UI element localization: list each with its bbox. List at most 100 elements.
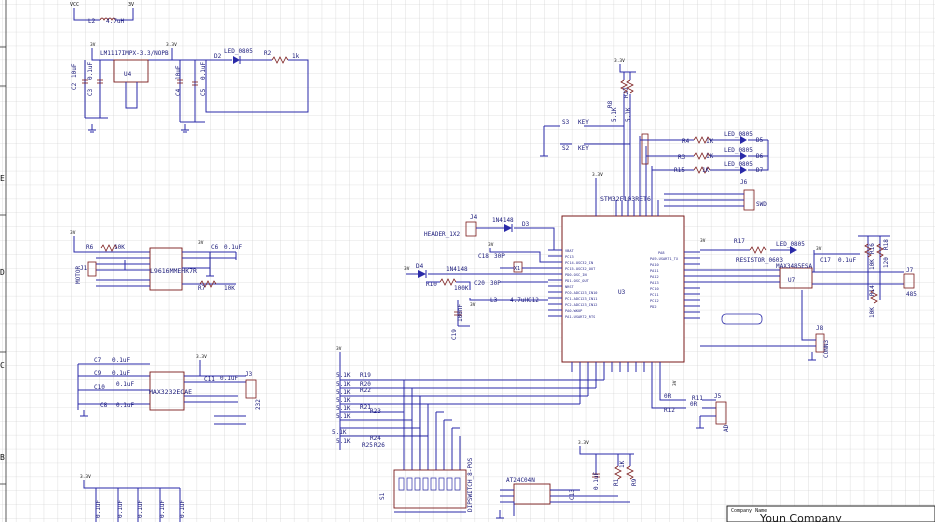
rs485-section: 3V R17 LED_0805 RESISTOR_0603 MAX3485ESA… (700, 235, 917, 361)
cap-c12-ref: C12 (528, 297, 539, 304)
svg-text:3V: 3V (672, 380, 678, 386)
svg-text:PC2-ADC123_IN12: PC2-ADC123_IN12 (565, 303, 597, 307)
res-r19-ref: R19 (360, 372, 371, 379)
cap-c6-ref: C6 (211, 244, 219, 251)
mcu-section: U3 STM32F103RET6 VBAT PC13 PC14-OSC32_IN… (404, 58, 769, 386)
led-d7-ref: D7 (756, 167, 764, 174)
svg-text:3.3V: 3.3V (578, 440, 589, 446)
cap-c7-value: 0.1uF (112, 357, 130, 364)
title-block: Company Name Youn Company (726, 505, 935, 522)
cap-c10-ref: C10 (94, 384, 105, 391)
svg-text:PC10: PC10 (650, 287, 659, 291)
connector-j3-body (245, 379, 257, 399)
res-r27-ref: R27 (623, 87, 630, 98)
rs485-chip-ref: U7 (788, 277, 796, 284)
diode-d4-part: 1N4148 (446, 266, 468, 273)
mcu-top-pins (615, 200, 659, 216)
dip-switch-levers (398, 477, 461, 491)
res-r17-ref: R17 (734, 238, 745, 245)
svg-text:PD0-OSC_IN: PD0-OSC_IN (565, 273, 587, 277)
vcc-label: VCC (70, 2, 79, 8)
svg-text:PD2: PD2 (650, 305, 657, 309)
connector-j1-ref: J1 (80, 265, 88, 272)
connector-j6-ref: J6 (740, 179, 748, 186)
res-r24-ref: R24 (370, 435, 381, 442)
res-r8-ref: R8 (607, 100, 614, 108)
dip-switch-s1-body (393, 469, 467, 509)
res-r4-value: 1K (706, 138, 714, 145)
mcu-u3-body (561, 215, 685, 363)
res-r18-ref: R18 (883, 239, 890, 250)
res-r12-value: 0R (690, 401, 698, 408)
inductor-l3-ref: L3 (490, 297, 498, 304)
connector-j5-label: AD (723, 424, 730, 432)
svg-text:PC11: PC11 (650, 293, 659, 297)
led-d6-part: LED_0805 (724, 147, 753, 154)
inductor-l2-value: 4.7uH (106, 18, 124, 25)
connector-swd-label: SWD (756, 201, 767, 208)
cap-c5-value: 0.1uF (200, 62, 207, 80)
led-d6-ref: D6 (756, 153, 764, 160)
row-mark-b: B (0, 453, 5, 462)
svg-text:PC0-ADC123_IN10: PC0-ADC123_IN10 (565, 291, 597, 295)
rs485-res-part: RESISTOR_0603 (736, 257, 783, 264)
header-j4-ref: J4 (470, 214, 478, 221)
svg-text:3V: 3V (470, 302, 476, 308)
cap-c7-ref: C7 (94, 357, 102, 364)
cap-c20-ref: C20 (474, 280, 485, 287)
res-r2-ref: R2 (264, 50, 272, 57)
rs232-section: 3.3V MAX3232ECAE J3 232 C7 0.1uF C9 0.1u… (77, 354, 262, 425)
svg-text:3V: 3V (90, 42, 96, 48)
svg-text:0.1uF: 0.1uF (117, 500, 124, 518)
connector-j3-ref: J3 (245, 371, 253, 378)
cap-c6-value: 0.1uF (224, 244, 242, 251)
regulator-u4-body (113, 59, 149, 83)
res-r26-value: 5.1K (336, 438, 351, 445)
cap-c3: C3 (87, 88, 94, 96)
regulator-part: LM1117IMPX-3.3/NOPB (100, 50, 169, 57)
mcu-left-pins (548, 249, 562, 317)
res-r7-value: 10K (224, 285, 235, 292)
power-inductor-section: VCC 3V L2 4.7uH (70, 2, 134, 25)
regulator-grounds (88, 124, 189, 133)
can-section: 3V 3V R6 10K L9616MMEHK7R J1 MOTOR R7 10… (70, 230, 242, 292)
connector-j8-body (815, 333, 825, 353)
svg-text:3.3V: 3.3V (166, 42, 177, 48)
switch-s2-ref: S2 (562, 145, 570, 152)
res-r11-ref: R11 (692, 395, 703, 402)
mcu-part: STM32F103RET6 (600, 195, 651, 203)
svg-text:3V: 3V (70, 230, 76, 236)
svg-text:NRST: NRST (565, 285, 574, 289)
mcu-right-pins (684, 251, 700, 319)
svg-text:0.1uF: 0.1uF (137, 500, 144, 518)
svg-text:PA8: PA8 (658, 251, 665, 255)
res-r1-ref: R1 (613, 478, 620, 486)
svg-text:0.1uF: 0.1uF (159, 500, 166, 518)
connector-j7-body (903, 273, 915, 289)
net-label-a (721, 313, 763, 325)
svg-text:PA9-USART1_TX: PA9-USART1_TX (650, 257, 679, 261)
res-r8-value: 5.1K (611, 107, 618, 122)
led-d5-ref: D5 (756, 137, 764, 144)
regulator-section: 3V 3.3V LM1117IMPX-3.3/NOPB U4 C2 10uF C… (71, 42, 309, 133)
res-r15-value: 1K (702, 167, 710, 174)
row-mark-c: C (0, 361, 5, 370)
res-r23-value: 5.1K (336, 405, 351, 412)
eeprom-chip-part: AT24C04N (506, 477, 535, 484)
rs232-chip-body (149, 371, 185, 411)
bottom-cap-bank: 3.3V 0.1uF 0.1uF 0.1uF 0.1uF 0.1uF (80, 474, 186, 522)
svg-text:3.3V: 3.3V (614, 58, 625, 64)
res-r25-ref: R25 (362, 442, 373, 449)
res-r26-ref: R26 (374, 442, 385, 449)
rs485-led-part: LED_0805 (776, 241, 805, 248)
res-r14-value: 10K (869, 307, 876, 318)
svg-text:PC1-ADC123_IN11: PC1-ADC123_IN11 (565, 297, 597, 301)
cap-c18-ref: C18 (478, 253, 489, 260)
res-r25-value: 5.1K (332, 429, 347, 436)
connector-j7-ref: J7 (906, 267, 914, 274)
svg-text:PC13: PC13 (565, 255, 574, 259)
svg-text:3V: 3V (198, 240, 204, 246)
cap-c13-ref: C13 (569, 489, 576, 500)
